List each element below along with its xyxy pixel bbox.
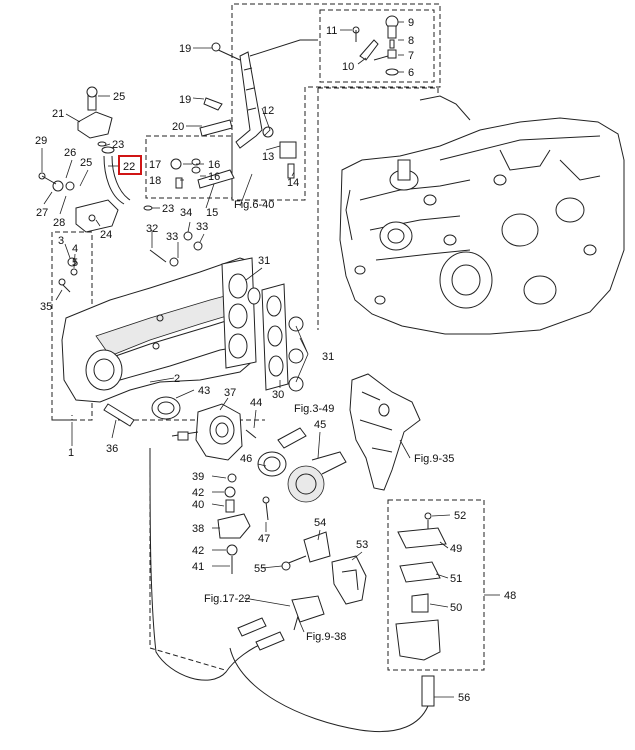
part-label-22-highlight[interactable]: 22 xyxy=(118,155,142,175)
part-label-31-top[interactable]: 31 xyxy=(258,255,270,267)
throttle-body xyxy=(103,396,347,574)
part-label-7[interactable]: 7 xyxy=(408,50,414,62)
part-label-6[interactable]: 6 xyxy=(408,67,414,79)
part-label-21[interactable]: 21 xyxy=(52,108,64,120)
part-label-47[interactable]: 47 xyxy=(258,533,270,545)
part-label-15[interactable]: 15 xyxy=(206,207,218,219)
part-label-5[interactable]: 5 xyxy=(72,257,78,269)
part-label-42-lower[interactable]: 42 xyxy=(192,545,204,557)
part-label-26[interactable]: 26 xyxy=(64,147,76,159)
part-label-10[interactable]: 10 xyxy=(342,61,354,73)
part-label-9[interactable]: 9 xyxy=(408,17,414,29)
part-label-13[interactable]: 13 xyxy=(262,151,274,163)
part-label-48[interactable]: 48 xyxy=(504,590,516,602)
part-label-24[interactable]: 24 xyxy=(100,229,112,241)
ref-fig-17-22[interactable]: Fig.17-22 xyxy=(204,593,250,605)
part-label-31[interactable]: 31 xyxy=(322,351,334,363)
ref-fig-9-35[interactable]: Fig.9-35 xyxy=(414,453,454,465)
part-label-42[interactable]: 42 xyxy=(192,487,204,499)
part-label-8[interactable]: 8 xyxy=(408,35,414,47)
part-label-27[interactable]: 27 xyxy=(36,207,48,219)
part-label-19[interactable]: 19 xyxy=(179,94,191,106)
manifold-gasket xyxy=(247,283,304,392)
part-label-38[interactable]: 38 xyxy=(192,523,204,535)
part-label-39[interactable]: 39 xyxy=(192,471,204,483)
intake-manifold xyxy=(61,257,257,403)
hose-lines xyxy=(149,447,429,733)
figure-references: Fig.6-40 Fig.3-49 Fig.9-35 Fig.17-22 Fig… xyxy=(204,199,454,643)
part-label-18[interactable]: 18 xyxy=(149,175,161,187)
part-label-14[interactable]: 14 xyxy=(287,177,299,189)
part-label-49[interactable]: 49 xyxy=(450,543,462,555)
part-label-23[interactable]: 23 xyxy=(162,203,174,215)
part-label-19-top[interactable]: 19 xyxy=(179,43,191,55)
part-label-20[interactable]: 20 xyxy=(172,121,184,133)
part-label-12[interactable]: 12 xyxy=(262,105,274,117)
part-label-29[interactable]: 29 xyxy=(35,135,47,147)
part-label-23-top[interactable]: 23 xyxy=(112,139,124,151)
part-label-16-lower[interactable]: 16 xyxy=(208,171,220,183)
part-label-35[interactable]: 35 xyxy=(40,301,52,313)
part-label-52[interactable]: 52 xyxy=(454,510,466,522)
part-label-33[interactable]: 33 xyxy=(196,221,208,233)
part-label-25[interactable]: 25 xyxy=(113,91,125,103)
part-label-37[interactable]: 37 xyxy=(224,387,236,399)
part-label-46[interactable]: 46 xyxy=(240,453,252,465)
part-labels: 19 19 20 25 21 23 22 29 26 25 27 28 24 2… xyxy=(35,17,516,704)
leader-lines xyxy=(41,21,500,698)
ref-fig-9-38[interactable]: Fig.9-38 xyxy=(306,631,346,643)
part-label-34[interactable]: 34 xyxy=(180,207,192,219)
hose-fittings xyxy=(38,86,235,293)
silencer-bracket xyxy=(281,373,447,707)
part-label-17[interactable]: 17 xyxy=(149,159,161,171)
part-label-36[interactable]: 36 xyxy=(106,443,118,455)
group-boxes xyxy=(51,3,485,671)
part-label-2[interactable]: 2 xyxy=(174,373,180,385)
part-label-55[interactable]: 55 xyxy=(254,563,266,575)
part-label-40[interactable]: 40 xyxy=(192,499,204,511)
part-label-28[interactable]: 28 xyxy=(53,217,65,229)
part-label-56[interactable]: 56 xyxy=(458,692,470,704)
part-label-45[interactable]: 45 xyxy=(314,419,326,431)
part-label-1[interactable]: 1 xyxy=(68,447,74,459)
part-label-51[interactable]: 51 xyxy=(450,573,462,585)
part-label-43[interactable]: 43 xyxy=(198,385,210,397)
part-label-54[interactable]: 54 xyxy=(314,517,326,529)
ref-fig-6-40[interactable]: Fig.6-40 xyxy=(234,199,274,211)
part-label-3[interactable]: 3 xyxy=(58,235,64,247)
part-label-22[interactable]: 22 xyxy=(123,161,135,173)
part-label-44[interactable]: 44 xyxy=(250,397,262,409)
part-label-41[interactable]: 41 xyxy=(192,561,204,573)
engine-block xyxy=(339,95,625,335)
part-label-32[interactable]: 32 xyxy=(146,223,158,235)
part-label-53[interactable]: 53 xyxy=(356,539,368,551)
part-label-33-lower[interactable]: 33 xyxy=(166,231,178,243)
part-label-25-lower[interactable]: 25 xyxy=(80,157,92,169)
part-label-50[interactable]: 50 xyxy=(450,602,462,614)
ref-fig-3-49[interactable]: Fig.3-49 xyxy=(294,403,334,415)
top-small-parts xyxy=(352,15,399,76)
fuel-rail-bracket xyxy=(199,39,318,179)
part-label-30[interactable]: 30 xyxy=(272,389,284,401)
part-label-4[interactable]: 4 xyxy=(72,243,78,255)
part-label-16[interactable]: 16 xyxy=(208,159,220,171)
part-label-11[interactable]: 11 xyxy=(326,25,337,37)
